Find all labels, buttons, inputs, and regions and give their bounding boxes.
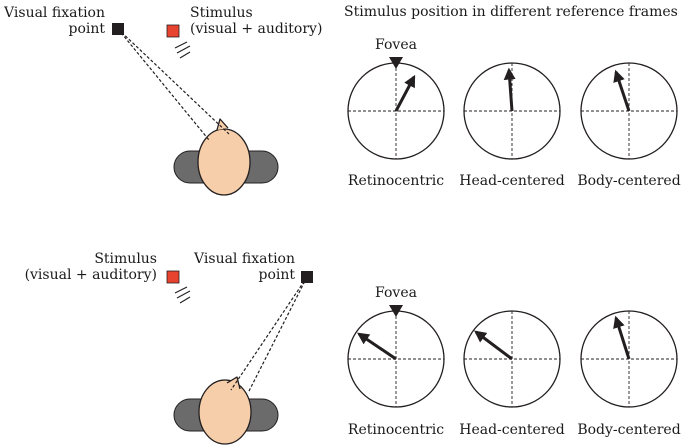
top-scene bbox=[112, 23, 279, 196]
diagram-heading: Stimulus position in different reference… bbox=[344, 4, 678, 20]
frame-label-top-body-centered: Body-centered bbox=[577, 173, 681, 189]
nose-bottom bbox=[226, 376, 241, 390]
fovea-label-top: Fovea bbox=[375, 37, 417, 53]
sound-waves-bottom-icon bbox=[174, 286, 191, 304]
frame-top-retinocentric bbox=[347, 57, 445, 160]
arrow-bottom-head-centered bbox=[474, 330, 513, 361]
visual-fixation-label-bottom-line1: Visual fixation bbox=[194, 251, 295, 267]
bottom-scene bbox=[166, 270, 313, 445]
arrow-top-head-centered bbox=[503, 67, 516, 112]
stimulus-top bbox=[166, 24, 180, 38]
bottom-frames bbox=[347, 305, 678, 408]
fovea-label-bottom: Fovea bbox=[375, 285, 417, 301]
frame-bottom-head-centered bbox=[463, 310, 561, 408]
arrow-bottom-body-centered bbox=[613, 315, 631, 360]
visual-fixation-label-bottom-line2: point bbox=[258, 267, 295, 283]
visual-fixation-point-bottom bbox=[301, 271, 313, 283]
visual-fixation-label-top-line1: Visual fixation bbox=[4, 5, 105, 21]
frame-label-top-retinocentric: Retinocentric bbox=[347, 173, 445, 189]
gaze-line-top-2 bbox=[117, 28, 230, 135]
stimulus-bottom bbox=[166, 270, 180, 284]
sound-waves-top-icon bbox=[174, 41, 191, 59]
visual-fixation-label-top-line2: point bbox=[68, 21, 105, 37]
visual-fixation-point-top bbox=[112, 23, 124, 35]
frame-top-body-centered bbox=[580, 62, 678, 160]
arrow-top-body-centered bbox=[613, 69, 631, 112]
frame-label-bottom-body-centered: Body-centered bbox=[577, 422, 681, 438]
top-frames bbox=[347, 57, 678, 160]
head-bottom bbox=[198, 379, 252, 445]
frame-top-head-centered bbox=[463, 62, 561, 160]
frame-bottom-body-centered bbox=[580, 310, 678, 408]
stimulus-label-top-line2: (visual + auditory) bbox=[190, 21, 323, 37]
frame-label-bottom-retinocentric: Retinocentric bbox=[347, 422, 445, 438]
frame-bottom-retinocentric bbox=[347, 305, 445, 408]
fovea-marker-top bbox=[389, 57, 403, 69]
gaze-line-top-1 bbox=[117, 28, 210, 141]
frame-label-top-head-centered: Head-centered bbox=[459, 173, 565, 189]
stimulus-label-bottom-line1: Stimulus bbox=[94, 251, 157, 267]
arrow-top-retinocentric bbox=[394, 74, 416, 112]
head-top bbox=[197, 128, 251, 196]
nose-top bbox=[216, 118, 229, 131]
gaze-line-bottom-1 bbox=[230, 276, 308, 391]
stimulus-label-bottom-line2: (visual + auditory) bbox=[24, 267, 157, 283]
fovea-marker-bottom bbox=[389, 305, 403, 317]
frame-label-bottom-head-centered: Head-centered bbox=[459, 422, 565, 438]
arrow-bottom-retinocentric bbox=[357, 332, 397, 361]
stimulus-label-top-line1: Stimulus bbox=[190, 5, 253, 21]
gaze-line-bottom-2 bbox=[247, 276, 308, 394]
